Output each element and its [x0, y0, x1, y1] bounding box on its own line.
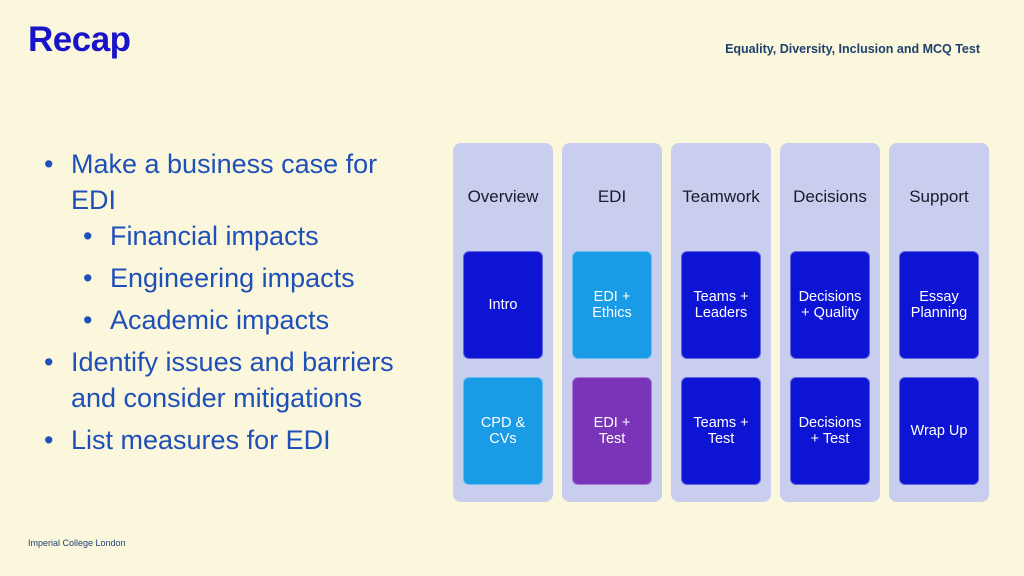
column-overview: Overview Intro CPD & CVs	[453, 143, 553, 502]
bullet-item: Engineering impacts	[40, 260, 400, 296]
card-decisions-quality: Decisions + Quality	[790, 251, 870, 359]
card-edi-test: EDI + Test	[572, 377, 652, 485]
column-support: Support Essay Planning Wrap Up	[889, 143, 989, 502]
column-header: Support	[909, 187, 969, 206]
card-edi-ethics: EDI + Ethics	[572, 251, 652, 359]
card-teams-leaders: Teams + Leaders	[681, 251, 761, 359]
column-edi: EDI EDI + Ethics EDI + Test	[562, 143, 662, 502]
column-header: Teamwork	[682, 187, 760, 206]
card-teams-test: Teams + Test	[681, 377, 761, 485]
bullet-item: Financial impacts	[40, 218, 400, 254]
footer-institution: Imperial College London	[28, 538, 126, 548]
column-header: Overview	[467, 187, 539, 206]
column-header: Decisions	[793, 187, 867, 206]
bullet-item: Identify issues and barriers and conside…	[40, 344, 400, 416]
bullet-item: List measures for EDI	[40, 422, 400, 458]
card-cpd-cvs: CPD & CVs	[463, 377, 543, 485]
card-wrap-up: Wrap Up	[899, 377, 979, 485]
slide-title: Recap	[28, 20, 131, 59]
card-decisions-test: Decisions + Test	[790, 377, 870, 485]
column-teamwork: Teamwork Teams + Leaders Teams + Test	[671, 143, 771, 502]
bullet-item: Make a business case for EDI	[40, 146, 400, 218]
card-essay-planning: Essay Planning	[899, 251, 979, 359]
slide-subtitle: Equality, Diversity, Inclusion and MCQ T…	[725, 42, 980, 56]
card-intro: Intro	[463, 251, 543, 359]
bullet-list: Make a business case for EDI Financial i…	[40, 146, 400, 458]
bullet-item: Academic impacts	[40, 302, 400, 338]
column-decisions: Decisions Decisions + Quality Decisions …	[780, 143, 880, 502]
column-header: EDI	[597, 187, 627, 206]
